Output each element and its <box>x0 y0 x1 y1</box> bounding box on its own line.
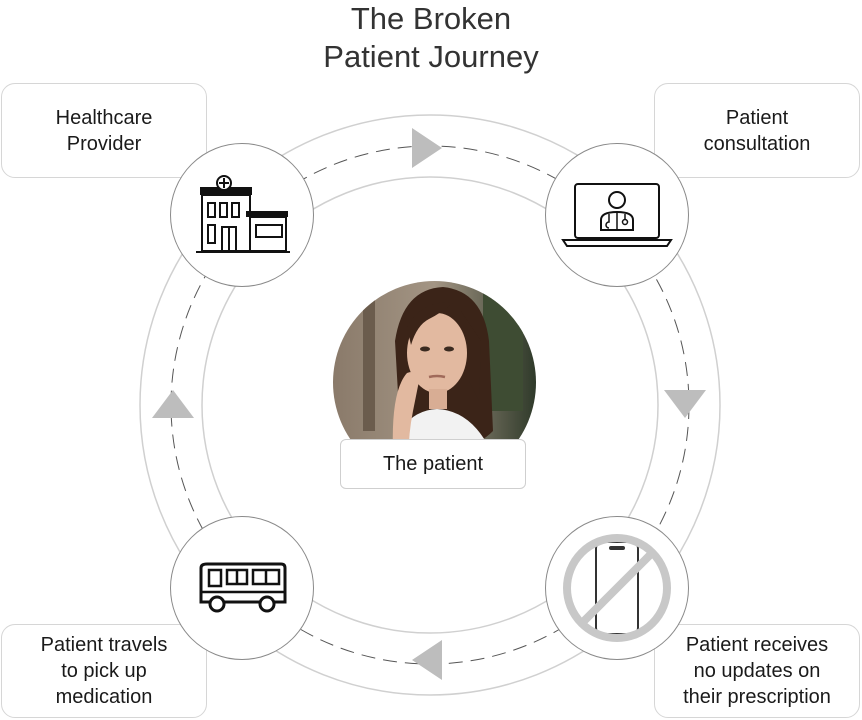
hospital-icon <box>196 175 290 253</box>
label-line: Patient receives <box>685 634 829 656</box>
label-line: medication <box>55 686 153 708</box>
label-line: Provider <box>66 132 142 155</box>
arrow-down-right <box>664 390 706 418</box>
label-travel-pickup: Patient travels to pick up medication <box>1 624 207 718</box>
no-phone-icon <box>563 534 671 642</box>
bus-icon <box>199 562 287 613</box>
title-line-1: The Broken <box>350 1 512 36</box>
label-healthcare-provider: Healthcare Provider <box>1 83 207 178</box>
arrow-right-top <box>412 128 442 168</box>
title-line-2: Patient Journey <box>323 39 539 74</box>
label-no-updates: Patient receives no updates on their pre… <box>654 624 860 718</box>
label-patient-consultation: Patient consultation <box>654 83 860 178</box>
ring-inner <box>201 176 659 634</box>
diagram-title: The Broken Patient Journey <box>0 0 862 76</box>
label-line: consultation <box>703 132 811 155</box>
node-travel-pickup <box>170 516 314 660</box>
label-line: their prescription <box>683 686 831 708</box>
arrow-up-left <box>152 390 194 418</box>
label-line: Patient <box>725 106 789 129</box>
node-healthcare-provider <box>170 143 314 287</box>
ring-outer <box>139 114 721 696</box>
node-patient-consultation <box>545 143 689 287</box>
label-line: no updates on <box>693 660 821 682</box>
node-no-updates <box>545 516 689 660</box>
patient-label-text: The patient <box>382 452 484 475</box>
label-line: Healthcare <box>55 106 153 129</box>
arrow-left-bottom <box>412 640 442 680</box>
label-line: to pick up <box>61 660 147 682</box>
laptop-doctor-icon <box>561 183 673 247</box>
label-line: Patient travels <box>40 634 168 656</box>
patient-label: The patient <box>340 439 526 489</box>
